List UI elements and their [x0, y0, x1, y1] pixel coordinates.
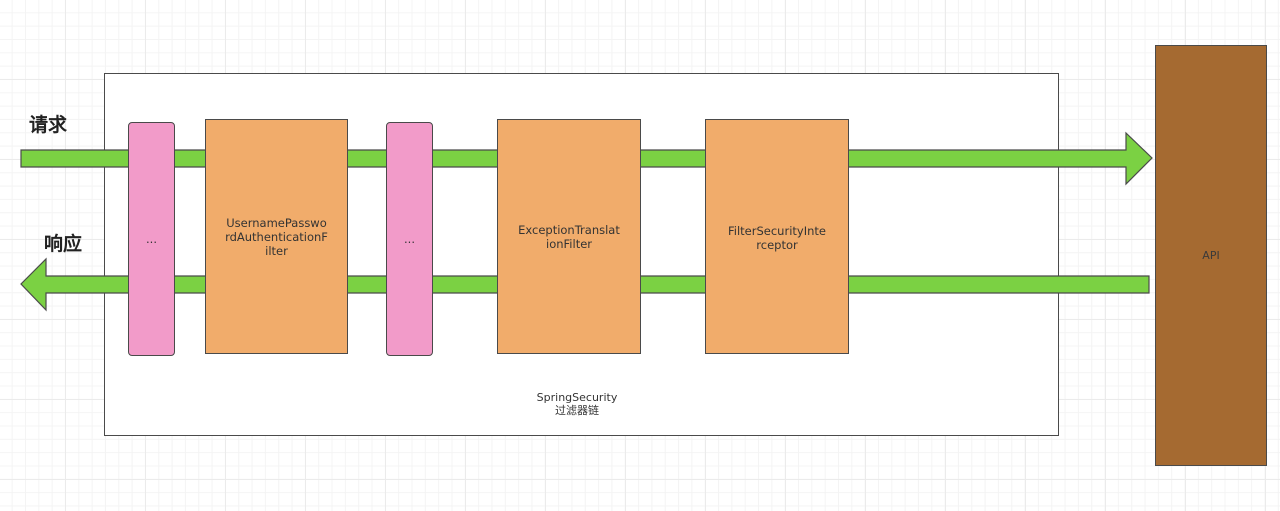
filter-chain-title-line1: SpringSecurity — [536, 391, 618, 404]
filter-exception-translation[interactable]: ExceptionTranslationFilter — [497, 119, 641, 354]
filter-chain-title-line2: 过滤器链 — [555, 404, 599, 417]
filter-chain-title: SpringSecurity 过滤器链 — [500, 391, 654, 417]
request-label: 请求 — [29, 114, 68, 136]
api-label: API — [1202, 249, 1220, 262]
filter-placeholder-2[interactable]: ... — [386, 122, 433, 356]
api-block[interactable]: API — [1155, 45, 1267, 466]
filter-security-interceptor[interactable]: FilterSecurityInterceptor — [705, 119, 849, 354]
filter-label: FilterSecurityInterceptor — [728, 224, 826, 252]
response-label: 响应 — [44, 233, 83, 255]
filter-username-password-authentication[interactable]: UsernamePasswordAuthenticationFilter — [205, 119, 348, 354]
filter-label: UsernamePasswordAuthenticationFilter — [225, 215, 328, 258]
filter-label: ... — [404, 232, 415, 246]
filter-placeholder-1[interactable]: ... — [128, 122, 175, 356]
filter-label: ExceptionTranslationFilter — [518, 222, 620, 251]
filter-label: ... — [146, 232, 157, 246]
